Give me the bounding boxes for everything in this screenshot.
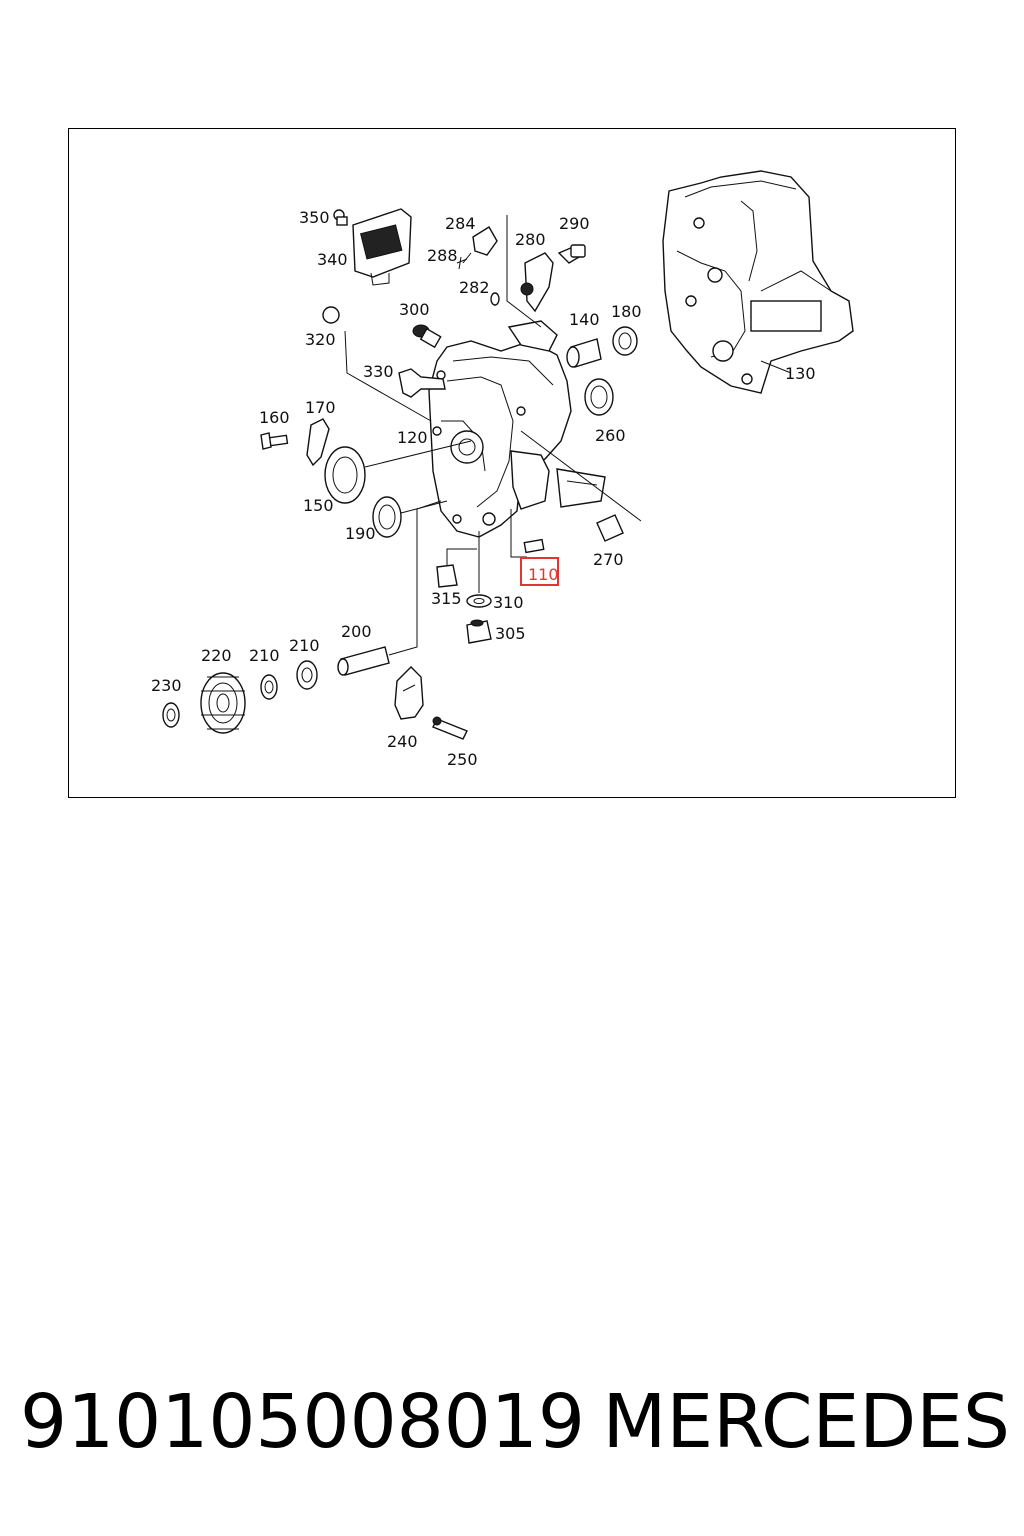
callout-230: 230	[151, 676, 182, 695]
callout-150: 150	[303, 496, 334, 515]
seal-180-drawing	[612, 326, 638, 356]
callout-130: 130	[785, 364, 816, 383]
seal-282-drawing	[490, 292, 500, 306]
callout-288: 288	[427, 246, 458, 265]
lever-330-drawing	[398, 368, 446, 398]
bracket-280-drawing	[506, 215, 554, 328]
callout-320: 320	[305, 330, 336, 349]
plug-315-drawing	[436, 548, 477, 588]
bolt-290-drawing	[557, 244, 586, 264]
transmission-housing-130-drawing	[662, 170, 854, 394]
plate-170-drawing	[306, 418, 330, 467]
callout-110-highlighted: 110	[528, 565, 559, 584]
callout-290: 290	[559, 214, 590, 233]
washer-310-drawing	[466, 531, 492, 608]
screw-110-drawing	[510, 509, 545, 558]
callout-200: 200	[341, 622, 372, 641]
plug-305-drawing	[466, 619, 492, 644]
callout-120: 120	[397, 428, 428, 447]
washer-230-drawing	[162, 702, 180, 728]
gearbox-housing-120-drawing	[428, 320, 606, 538]
callout-282: 282	[459, 278, 490, 297]
callout-250: 250	[447, 750, 478, 769]
brand-name: MERCEDES	[602, 1379, 1010, 1465]
callout-190: 190	[345, 524, 376, 543]
product-footer: 91010500801​9 MERCEDES	[20, 1372, 1010, 1472]
callout-310: 310	[493, 593, 524, 612]
callout-340: 340	[317, 250, 348, 269]
callout-300: 300	[399, 300, 430, 319]
callout-180: 180	[611, 302, 642, 321]
callout-284: 284	[445, 214, 476, 233]
callout-305: 305	[495, 624, 526, 643]
fork-240-drawing	[394, 666, 424, 720]
bearing-210b-drawing	[296, 660, 318, 690]
bearing-210a-drawing	[260, 674, 278, 700]
pin-200-drawing	[337, 500, 442, 676]
callout-210-a: 210	[249, 646, 280, 665]
part-number: 91010500801​9	[20, 1379, 585, 1465]
cap-320-drawing	[322, 306, 432, 422]
callout-220: 220	[201, 646, 232, 665]
callout-270: 270	[593, 550, 624, 569]
bolt-350-drawing	[333, 209, 348, 226]
callout-240: 240	[387, 732, 418, 751]
exploded-parts-diagram: 350 340 284 288 280 290 282 300 320 330 …	[151, 170, 854, 769]
bolt-250-drawing	[432, 716, 468, 740]
control-module-340-drawing	[352, 208, 412, 286]
callout-350: 350	[299, 208, 330, 227]
callout-140: 140	[569, 310, 600, 329]
callout-330: 330	[363, 362, 394, 381]
callout-170: 170	[305, 398, 336, 417]
callout-280: 280	[515, 230, 546, 249]
callout-260: 260	[595, 426, 626, 445]
bushing-140-drawing	[566, 338, 602, 368]
callout-315: 315	[431, 589, 462, 608]
callout-210-b: 210	[289, 636, 320, 655]
gear-220-drawing	[200, 672, 246, 734]
highlighted-part-marker	[520, 557, 559, 586]
bolt-160-drawing	[260, 432, 289, 450]
sensor-284-drawing	[462, 226, 498, 264]
seal-260-drawing	[584, 378, 614, 416]
parts-diagram-frame: 350 340 284 288 280 290 282 300 320 330 …	[68, 128, 956, 798]
plug-300-drawing	[412, 324, 442, 349]
bearing-150-drawing	[324, 440, 472, 504]
clip-288-drawing	[456, 256, 468, 270]
callout-160: 160	[259, 408, 290, 427]
bushing-270-drawing	[520, 430, 642, 542]
